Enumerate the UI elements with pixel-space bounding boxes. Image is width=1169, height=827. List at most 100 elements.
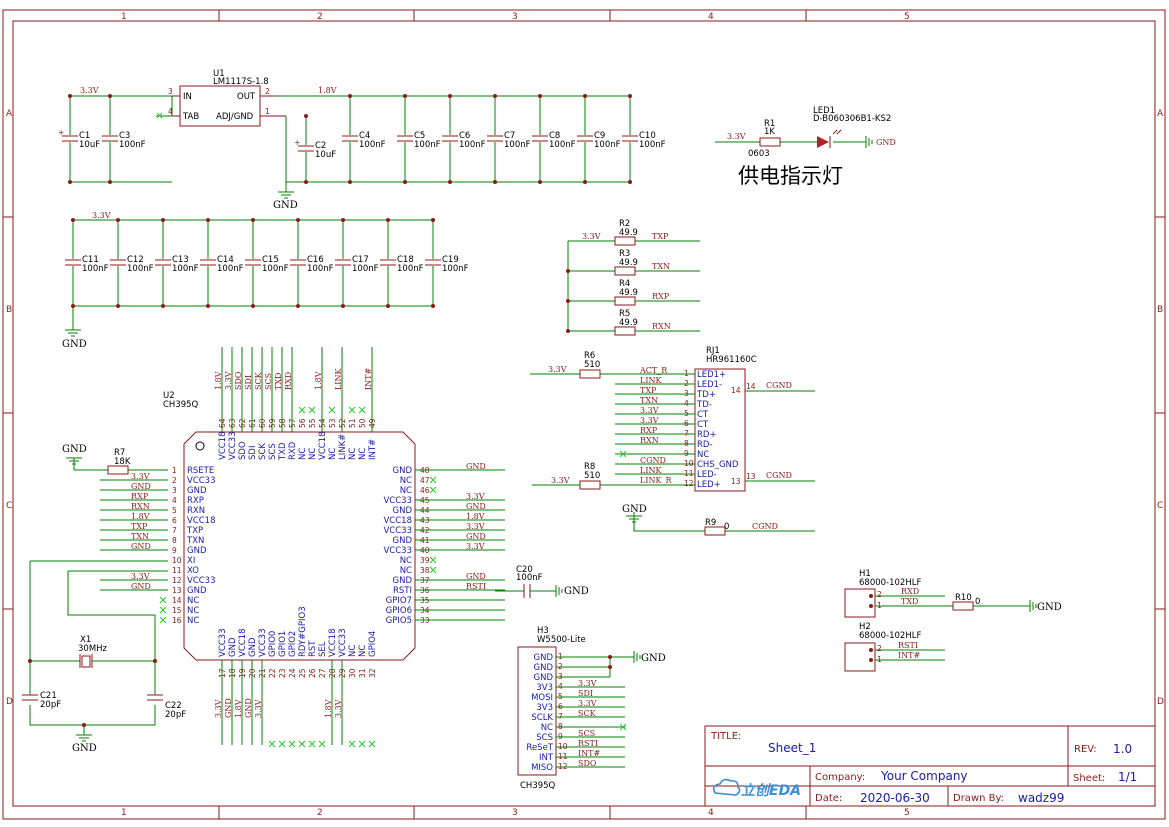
pin-name: VCC33 bbox=[383, 526, 412, 536]
nc-mark bbox=[358, 740, 366, 748]
capacitor-symbol bbox=[155, 259, 171, 266]
cap-value: 100nF bbox=[594, 140, 621, 150]
pin-name: VCC33 bbox=[187, 576, 216, 586]
pin-name: TD+ bbox=[696, 390, 716, 400]
net-label: GND bbox=[244, 698, 253, 718]
pin-number: 24 bbox=[288, 668, 297, 678]
nc-mark bbox=[619, 723, 627, 731]
pin-number: 4 bbox=[172, 496, 177, 505]
rev-label: REV: bbox=[1074, 744, 1097, 755]
net-label: LINK bbox=[334, 368, 343, 390]
cap-value: 100nF bbox=[504, 140, 531, 150]
capacitor-symbol bbox=[200, 259, 216, 266]
nc-mark bbox=[348, 406, 356, 414]
pin-number: 27 bbox=[318, 668, 327, 678]
pin-name: NC bbox=[400, 476, 412, 486]
net-rsti: RSTI bbox=[898, 641, 918, 650]
net-1v8: 1.8V bbox=[318, 86, 337, 95]
outer-frame bbox=[2, 9, 1166, 820]
net-label: 3.3V bbox=[214, 699, 223, 718]
cap-ref: C8 bbox=[549, 131, 560, 141]
pin-name: XO bbox=[187, 566, 199, 576]
cap-ref: C7 bbox=[504, 131, 515, 141]
nc-mark bbox=[278, 740, 286, 748]
capacitor-symbol bbox=[62, 135, 78, 142]
cap-value: 100nF bbox=[262, 264, 289, 274]
company-label: Company: bbox=[815, 772, 865, 783]
net-label: GND bbox=[224, 698, 233, 718]
pin-number: 47 bbox=[420, 476, 430, 485]
h1-part: 68000-102HLF bbox=[859, 578, 921, 588]
cap-value: 100nF bbox=[442, 264, 469, 274]
net-label: GND bbox=[466, 462, 486, 471]
r7-ref: R7 bbox=[114, 448, 125, 458]
cap-ref: C12 bbox=[127, 255, 144, 265]
pin-name: INT# bbox=[368, 439, 378, 460]
pin-name: GND bbox=[393, 466, 413, 476]
row-label: C bbox=[1157, 501, 1163, 511]
nc-mark bbox=[429, 476, 437, 484]
cap-value: 100nF bbox=[359, 140, 386, 150]
net-label: TXN bbox=[652, 262, 670, 271]
net-label: 1.8V bbox=[131, 512, 150, 521]
pin-name: GPIO6 bbox=[386, 606, 412, 616]
pin-name: VCC18 bbox=[383, 516, 412, 526]
pin-number: 11 bbox=[684, 469, 694, 478]
net-cgnd: CGND bbox=[752, 522, 778, 531]
capacitor-symbol bbox=[622, 135, 638, 142]
column-label: 3 bbox=[512, 12, 518, 22]
cap-ref: C1 bbox=[79, 131, 90, 141]
cap-gap bbox=[487, 135, 503, 142]
capacitor-symbol bbox=[335, 259, 351, 266]
net-label: SCK bbox=[254, 371, 263, 390]
r6-ref: R6 bbox=[584, 351, 595, 361]
pin-number: 51 bbox=[348, 418, 357, 428]
cap-ref: C5 bbox=[414, 131, 425, 141]
pin-name: RD+ bbox=[697, 430, 717, 440]
net-label: TXN bbox=[131, 532, 149, 541]
net-3v3: 3.3V bbox=[551, 476, 570, 485]
pin-name: GPIO7 bbox=[386, 596, 412, 606]
rj1-pin13: 13 bbox=[731, 477, 741, 486]
junction bbox=[304, 114, 308, 118]
junction bbox=[304, 180, 308, 184]
resistor-value: 49.9 bbox=[619, 288, 638, 298]
cap-gap bbox=[397, 135, 413, 142]
net-label: 3.3V bbox=[254, 699, 263, 718]
u1-pin-out: OUT bbox=[237, 92, 256, 102]
cap-value: 10uF bbox=[79, 140, 100, 150]
h3-part: W5500-Lite bbox=[537, 635, 586, 645]
cap-gap bbox=[622, 135, 638, 142]
pin-name: LINK# bbox=[338, 434, 348, 460]
pin-name: NC bbox=[400, 566, 412, 576]
pin-name: NC bbox=[308, 448, 318, 460]
column-label: 5 bbox=[904, 12, 910, 22]
pin-name: VCC18 bbox=[328, 628, 338, 657]
nc-mark bbox=[619, 450, 627, 458]
pin-number: 7 bbox=[172, 526, 177, 535]
pin-number: 9 bbox=[172, 546, 177, 555]
r8-ref: R8 bbox=[584, 462, 595, 472]
net-label: SDI bbox=[244, 375, 253, 390]
net-label: CGND bbox=[640, 456, 666, 465]
net-3v3: 3.3V bbox=[92, 211, 111, 220]
nc-mark bbox=[429, 566, 437, 574]
pin-number: 3 bbox=[172, 486, 177, 495]
nc-mark bbox=[348, 740, 356, 748]
pin-name: NC bbox=[348, 448, 358, 460]
pin-name: VCC33 bbox=[187, 476, 216, 486]
column-label: 4 bbox=[708, 808, 714, 818]
u1-ref: U1 bbox=[213, 69, 225, 79]
net-label: TXP bbox=[640, 386, 657, 395]
net-label: RXD bbox=[284, 372, 293, 390]
junction bbox=[448, 180, 452, 184]
net-label: 1.8V bbox=[314, 371, 323, 390]
pin-name: GPIO1 bbox=[278, 631, 288, 657]
junction bbox=[341, 304, 345, 308]
gnd-label: GND bbox=[622, 504, 647, 515]
capacitor-symbol bbox=[532, 135, 548, 142]
pin-number: 15 bbox=[172, 606, 182, 615]
gnd-symbol bbox=[626, 515, 642, 523]
title-label: TITLE: bbox=[710, 731, 741, 742]
